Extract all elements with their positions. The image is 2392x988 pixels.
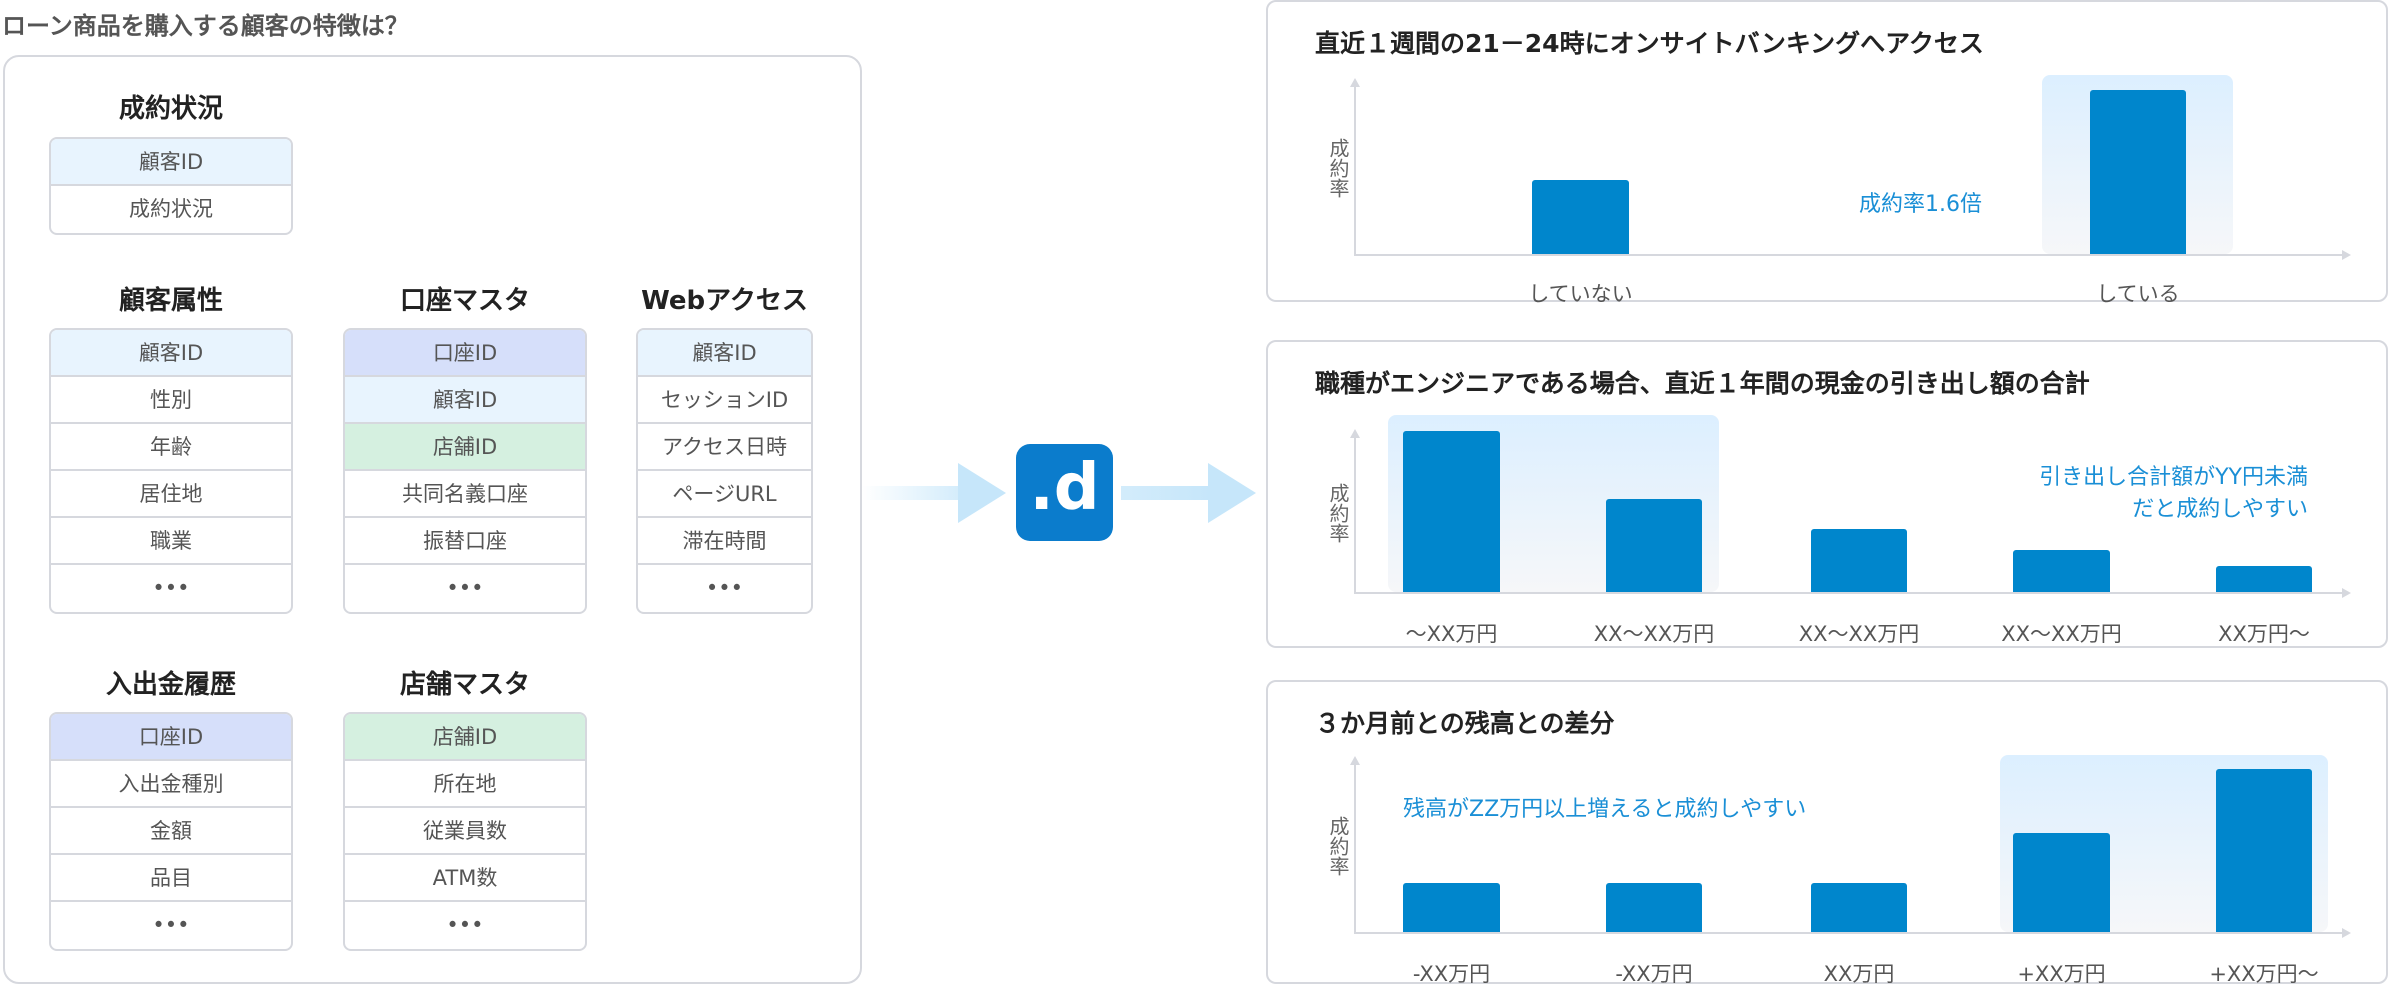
bar (1403, 431, 1500, 592)
y-axis (1354, 86, 1356, 254)
chart-title: 直近１週間の21－24時にオンサイトバンキングへアクセス (1315, 29, 1984, 58)
x-tick-label: XX～XX万円 (1593, 622, 1715, 646)
table-field: 口座ID (51, 714, 291, 761)
table-field: ••• (446, 913, 484, 937)
table-field: ••• (446, 576, 484, 600)
bar (1403, 883, 1500, 932)
table-field: 振替口座 (345, 518, 585, 565)
table-field: 口座ID (345, 330, 585, 377)
table-field: 入出金種別 (51, 761, 291, 808)
chart-title: ３か月前との残高との差分 (1315, 709, 1615, 738)
x-axis-arrow-icon (2342, 250, 2351, 260)
bar (2013, 833, 2110, 932)
table-field: セッションID (638, 377, 811, 424)
bar (2090, 90, 2186, 254)
table-field: 顧客ID (345, 377, 585, 424)
table-title-account: 口座マスタ (399, 286, 530, 316)
y-axis-arrow-icon (1350, 78, 1360, 87)
table-title-web: Webアクセス (641, 286, 808, 316)
x-tick-label: ～XX万円 (1405, 622, 1498, 646)
annotation-line: だと成約しやすい (2132, 497, 2308, 522)
data-sources-panel (3, 55, 862, 984)
chart-panel: 職種がエンジニアである場合、直近１年間の現金の引き出し額の合計成約率 ～XX万円 X… (1266, 340, 2388, 648)
table-title-contract: 成約状況 (118, 94, 223, 124)
annotation-line: 引き出し合計額がYY円未満 (2039, 465, 2308, 490)
arrow-to-results (1121, 486, 1211, 500)
bar (1532, 180, 1629, 254)
x-tick-label: XX万円 (1823, 962, 1895, 986)
table-field: 性別 (51, 377, 291, 424)
chart-panel: 直近１週間の21－24時にオンサイトバンキングへアクセス成約率していない している… (1266, 0, 2388, 306)
x-axis-arrow-icon (2342, 928, 2351, 938)
table-field: 所在地 (345, 761, 585, 808)
arrowhead-icon (958, 463, 1006, 523)
table-title-shop: 店舗マスタ (399, 670, 530, 700)
x-tick-label: していない (1528, 282, 1633, 306)
table-field: アクセス日時 (638, 424, 811, 471)
table-field: 店舗ID (345, 714, 585, 761)
logo-icon: .d (1016, 444, 1113, 541)
x-tick-label: XX万円～ (2218, 622, 2310, 646)
table-field: ••• (152, 913, 190, 937)
y-axis-arrow-icon (1350, 756, 1360, 765)
table-field: 年齢 (51, 424, 291, 471)
table-title-customer: 顧客属性 (118, 286, 223, 316)
x-axis (1354, 254, 2344, 256)
x-tick-label: XX～XX万円 (1798, 622, 1920, 646)
y-axis (1354, 764, 1356, 932)
arrowhead-icon (1208, 463, 1256, 523)
chart-title: 職種がエンジニアである場合、直近１年間の現金の引き出し額の合計 (1315, 369, 2090, 398)
bar (2216, 566, 2312, 592)
x-tick-label: XX～XX万円 (2001, 622, 2122, 646)
y-axis-arrow-icon (1350, 429, 1360, 438)
table-field: 共同名義口座 (345, 471, 585, 518)
y-axis-label: 成約率 (1326, 816, 1350, 876)
table-field: 品目 (51, 855, 291, 902)
x-tick-label: している (2096, 282, 2180, 306)
table-field: 成約状況 (129, 197, 213, 221)
table-field: 店舗ID (345, 424, 585, 471)
table-field: 金額 (51, 808, 291, 855)
x-tick-label: -XX万円 (1412, 962, 1491, 986)
y-axis-label: 成約率 (1326, 482, 1350, 543)
table-field: 顧客ID (51, 139, 291, 186)
x-axis (1354, 932, 2344, 934)
table-field: ATM数 (345, 855, 585, 902)
table-contract: 顧客ID 成約状況 (49, 137, 293, 235)
bar (2013, 550, 2110, 592)
bar (1606, 499, 1702, 592)
table-field: 滞在時間 (638, 518, 811, 565)
x-axis (1354, 592, 2344, 594)
chart-annotation: 引き出し合計額がYY円未満だと成約しやすい (2039, 462, 2308, 526)
y-axis (1354, 437, 1356, 592)
table-field: ••• (705, 576, 744, 600)
x-axis-arrow-icon (2342, 588, 2351, 598)
chart-panel: ３か月前との残高との差分成約率 -XX万円 -XX万円 XX万円 +XX万円 +XX万円～… (1266, 680, 2388, 986)
table-title-txn: 入出金履歴 (105, 670, 236, 700)
x-tick-label: -XX万円 (1615, 962, 1693, 986)
chart-annotation: 成約率1.6倍 (1859, 192, 1982, 217)
y-axis-label: 成約率 (1326, 138, 1350, 198)
table-field: 顧客ID (51, 330, 291, 377)
bar (1606, 883, 1702, 932)
x-tick-label: +XX万円 (2017, 962, 2106, 986)
table-field: 職業 (51, 518, 291, 565)
chart-annotation: 残高がZZ万円以上増えると成約しやすい (1403, 797, 1807, 822)
table-field: 従業員数 (345, 808, 585, 855)
bar (1811, 529, 1907, 592)
x-tick-label: +XX万円～ (2209, 962, 2319, 986)
table-field: ••• (152, 576, 190, 600)
table-field: 居住地 (51, 471, 291, 518)
bar (1811, 883, 1907, 932)
page-title: ローン商品を購入する顧客の特徴は？ (2, 12, 409, 40)
arrow-to-logo (862, 486, 962, 500)
bar (2216, 769, 2312, 932)
table-field: 顧客ID (638, 330, 811, 377)
table-field: ページURL (638, 471, 811, 518)
